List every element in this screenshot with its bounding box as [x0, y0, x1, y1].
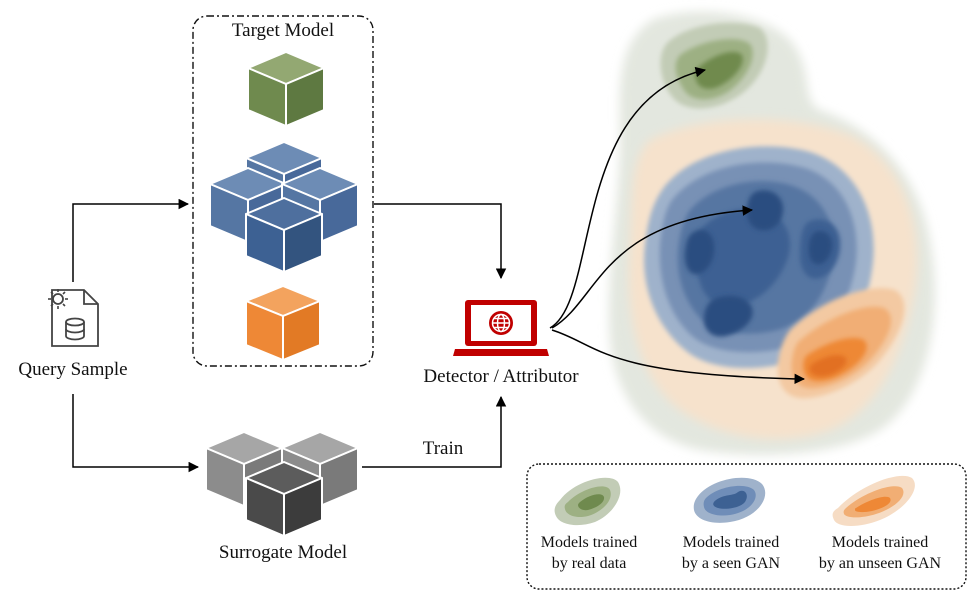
legend-real-data-line2: by real data — [551, 555, 627, 572]
legend-seen-gan-line2: by a seen GAN — [681, 555, 781, 572]
detector-label: Detector / Attributor — [423, 366, 579, 387]
legend-seen-gan-line1: Models trained — [682, 534, 780, 551]
surrogate-cubes-icon — [205, 431, 359, 537]
orange-cube-icon — [245, 285, 321, 361]
query-sample-icon — [48, 289, 99, 347]
query-sample-label: Query Sample — [18, 359, 128, 380]
target-model-box — [192, 15, 374, 367]
attribution-arrows — [549, 66, 806, 385]
legend-green-blob — [554, 477, 621, 526]
detector-laptop-icon — [453, 300, 549, 356]
density-map — [608, 11, 935, 455]
legend-blue-blob — [693, 477, 766, 523]
legend-orange-blob — [832, 475, 915, 526]
connector-lines — [72, 198, 507, 473]
legend-box — [526, 463, 967, 590]
legend-unseen-gan-line1: Models trained — [831, 534, 929, 551]
green-cube-icon — [247, 51, 325, 127]
legend-unseen-gan-line2: by an unseen GAN — [818, 555, 942, 572]
train-label: Train — [422, 438, 464, 459]
target-model-label: Target Model — [231, 20, 335, 41]
blue-cubes-icon — [209, 141, 359, 273]
legend-real-data-line1: Models trained — [540, 534, 638, 551]
surrogate-model-label: Surrogate Model — [218, 542, 348, 563]
